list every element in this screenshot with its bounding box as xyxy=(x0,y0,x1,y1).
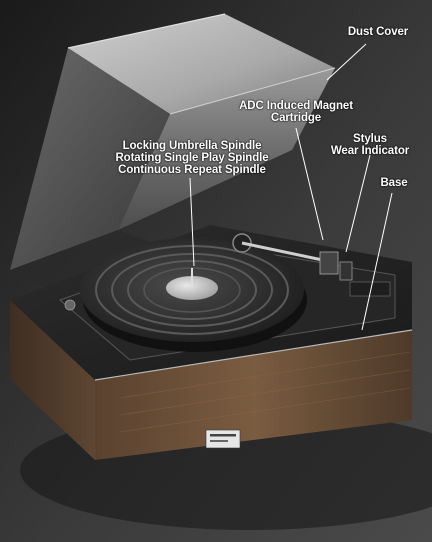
callout-spindle-line1: Locking Umbrella Spindle xyxy=(122,140,262,152)
callout-dust-cover-text: Dust Cover xyxy=(347,26,409,38)
dust-cover-inner xyxy=(10,230,170,290)
callout-spindle-line3: Continuous Repeat Spindle xyxy=(118,164,266,176)
callout-stylus: Stylus Wear Indicator xyxy=(318,133,422,157)
leader-stylus xyxy=(345,154,371,253)
brand-badge xyxy=(205,429,241,449)
callout-stylus-line1: Stylus xyxy=(353,133,387,145)
leader-base xyxy=(361,192,393,331)
callout-cartridge-line1: ADC Induced Magnet xyxy=(239,100,353,112)
callout-stylus-line2: Wear Indicator xyxy=(330,145,410,157)
leader-spindle xyxy=(189,177,195,267)
dust-cover-top xyxy=(68,14,335,114)
callout-cartridge: ADC Induced Magnet Cartridge xyxy=(228,100,364,124)
callout-dust-cover: Dust Cover xyxy=(340,26,416,38)
controls xyxy=(349,281,391,297)
tonearm xyxy=(64,233,391,311)
stylus-indicator xyxy=(339,261,353,281)
callout-spindle: Locking Umbrella Spindle Rotating Single… xyxy=(100,140,284,176)
callout-spindle-line2: Rotating Single Play Spindle xyxy=(115,152,269,164)
callout-cartridge-line2: Cartridge xyxy=(270,112,322,124)
base-side xyxy=(10,300,95,460)
base-front xyxy=(95,330,412,460)
dust-cover-side xyxy=(10,48,170,270)
leader-cartridge xyxy=(295,127,324,241)
leader-lines xyxy=(189,43,393,331)
dust-cover-front xyxy=(118,68,335,230)
dust-cover xyxy=(10,13,336,290)
callout-base: Base xyxy=(374,177,414,189)
leader-dust-cover xyxy=(326,43,367,81)
cartridge xyxy=(319,251,339,275)
callout-base-text: Base xyxy=(380,177,408,189)
platter xyxy=(80,238,307,352)
control-knob xyxy=(64,299,76,311)
